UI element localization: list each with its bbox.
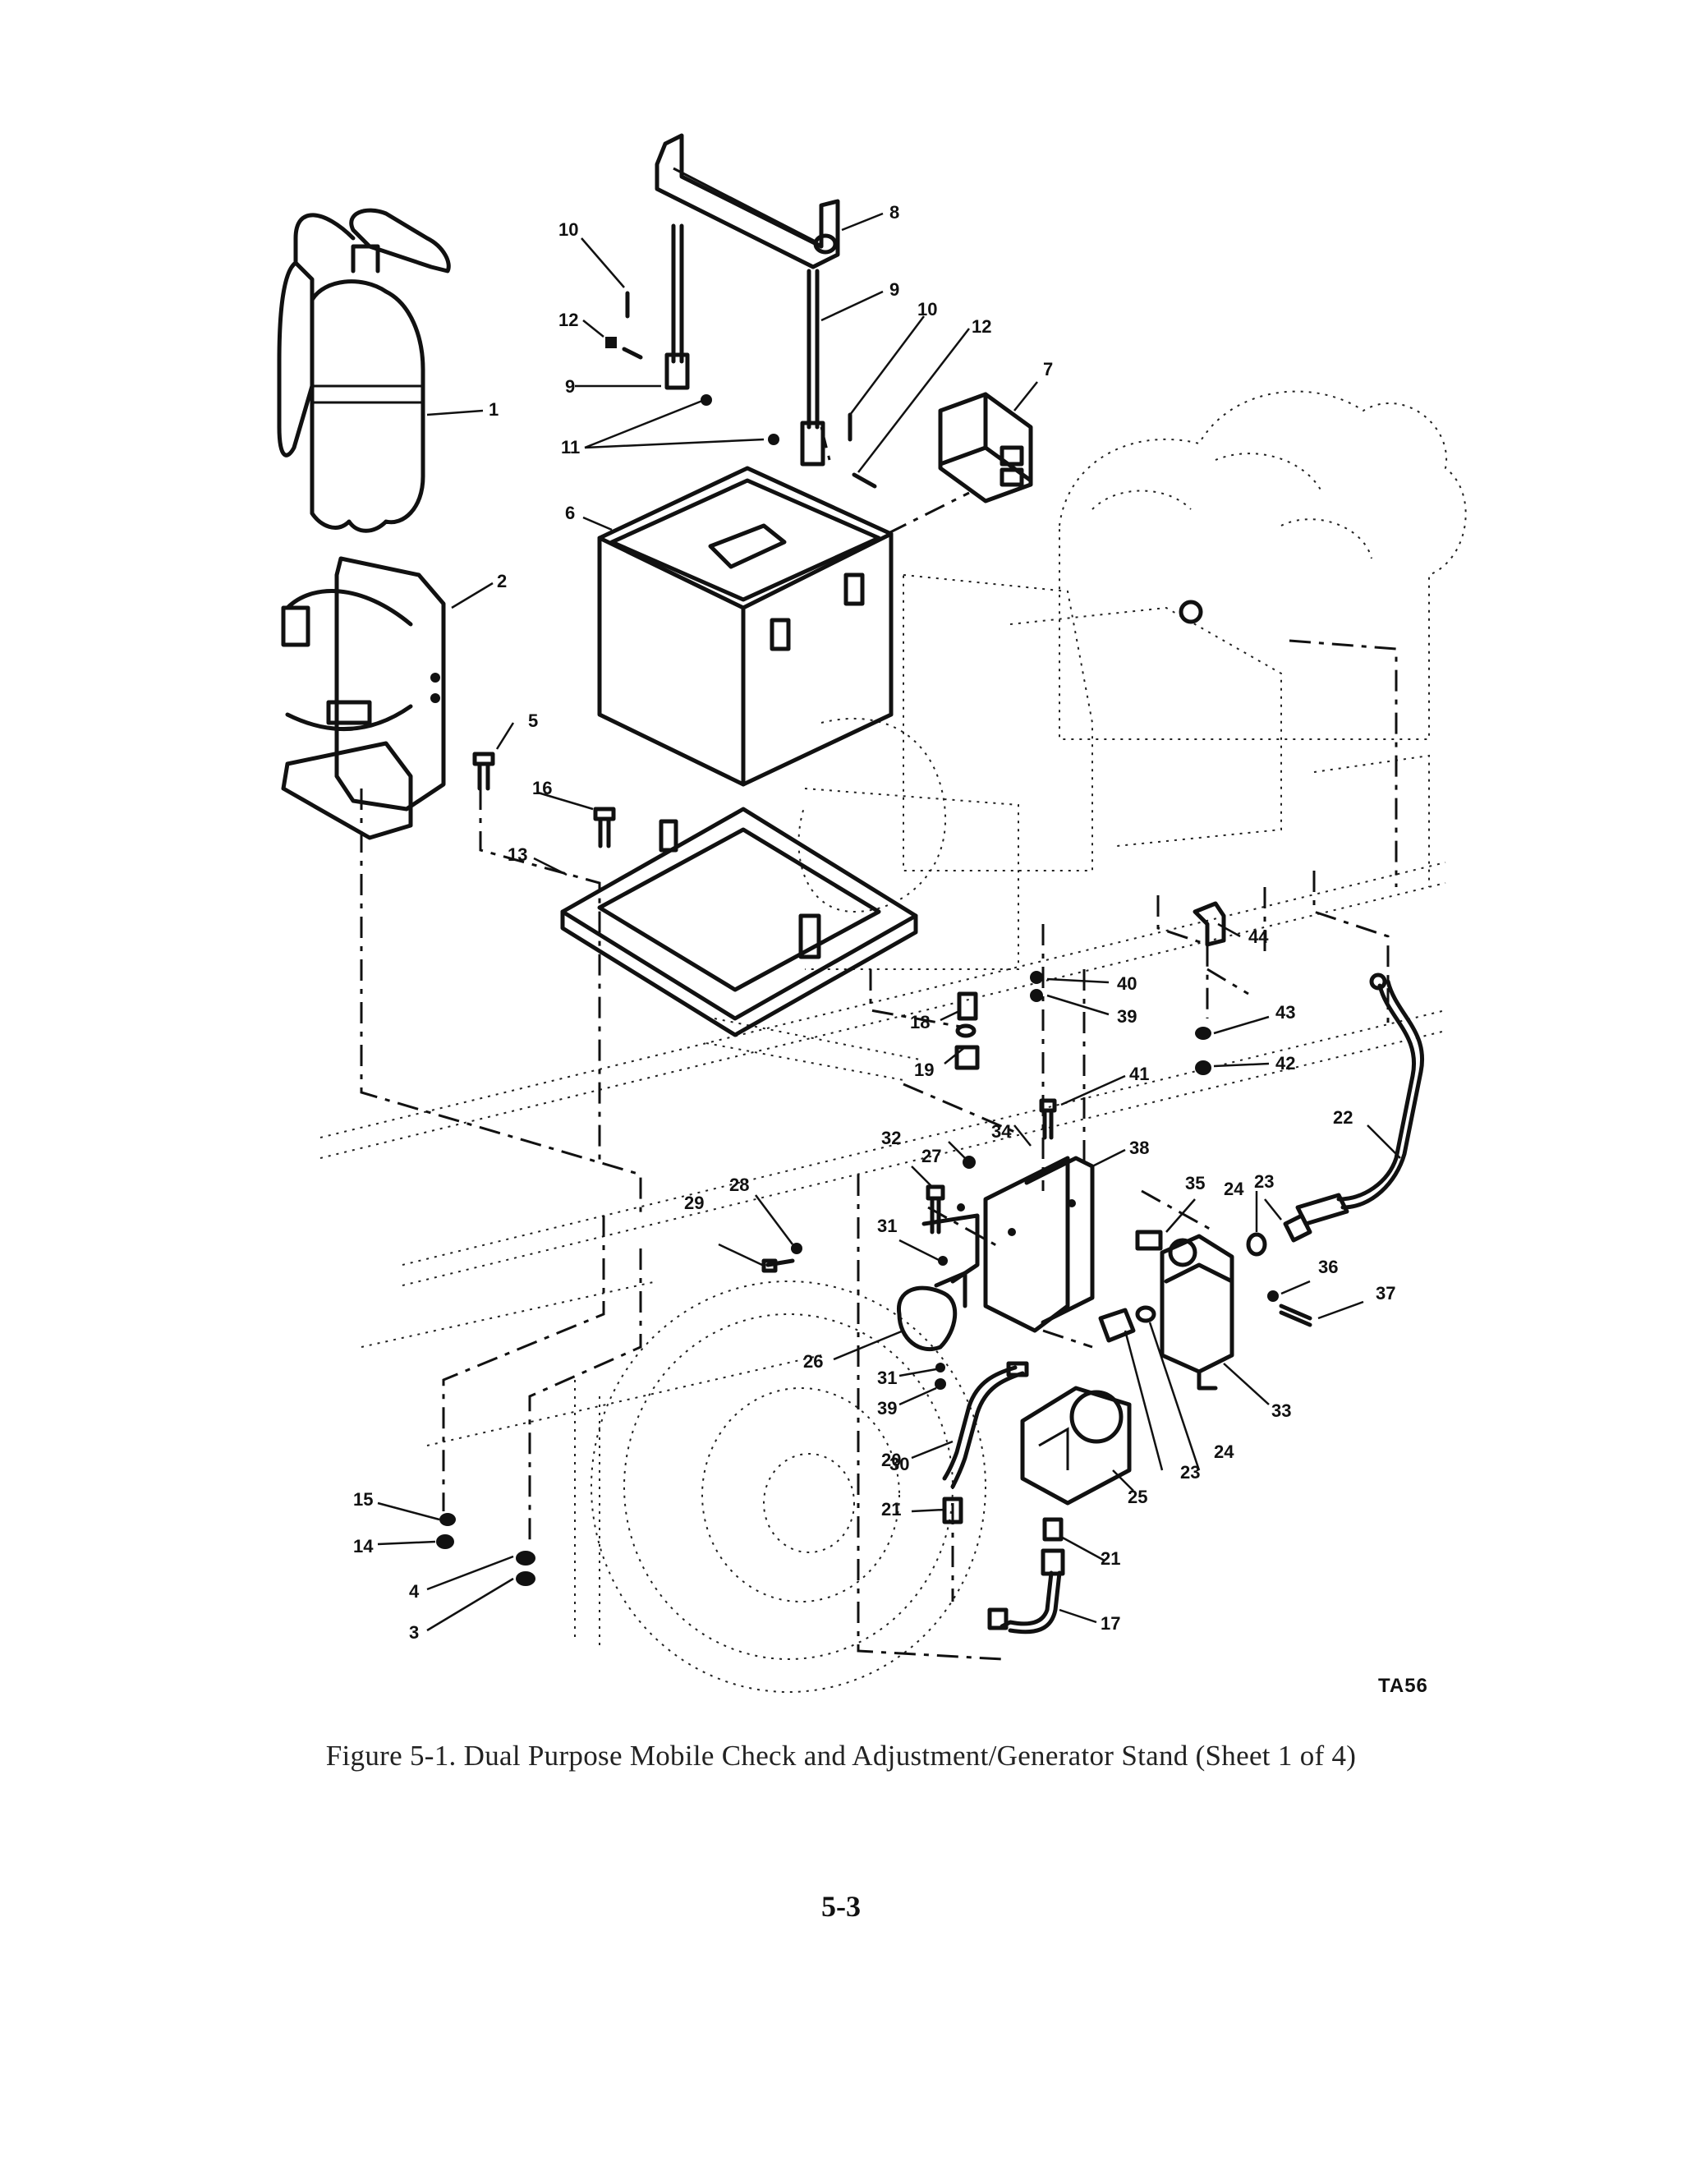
bolt-16 [593,807,616,848]
nuts-3-4-14-15 [436,1513,535,1586]
callout-35: 35 [1185,1173,1205,1193]
callout-21a: 21 [881,1499,901,1520]
ghosted-engine-assembly [797,390,1467,913]
extinguisher-bracket [281,556,446,840]
pump [1020,1386,1132,1506]
exploded-parts-diagram: 1 2 3 4 5 6 7 8 9 9 10 10 11 12 12 13 14… [277,133,1467,1697]
callout-31a: 31 [877,1216,897,1236]
callout-18: 18 [910,1012,930,1032]
callout-23b: 23 [1180,1462,1200,1483]
callout-8: 8 [889,202,899,223]
hardware-cluster [1030,600,1226,1140]
callout-41: 41 [1129,1064,1149,1084]
callout-40: 40 [1117,973,1137,994]
callout-17: 17 [1101,1613,1120,1634]
callout-1: 1 [489,399,499,420]
callout-4: 4 [409,1581,420,1602]
pins-10-12 [605,291,877,489]
stand-frame [319,788,1446,1446]
callout-38: 38 [1129,1138,1149,1158]
callout-19: 19 [914,1060,934,1080]
callout-3: 3 [409,1622,419,1643]
callout-22: 22 [1333,1107,1353,1128]
callout-27: 27 [921,1146,941,1166]
callout-9b: 9 [565,376,575,397]
battery-tray [560,807,918,1037]
callout-42: 42 [1275,1053,1295,1074]
callout-21b: 21 [1101,1548,1120,1569]
callout-28: 28 [729,1175,749,1195]
page-number: 5-3 [821,1890,861,1923]
assembly-lines [360,426,1398,1661]
battery-box [597,466,894,787]
fittings-18-19 [954,991,980,1070]
callout-43: 43 [1275,1002,1295,1023]
callout-labels: 1 2 3 4 5 6 7 8 9 9 10 10 11 12 12 13 14… [353,202,1428,1697]
callout-39b: 39 [877,1398,897,1418]
drawing-id: TA56 [1378,1675,1428,1697]
callout-2: 2 [497,571,507,591]
figure-caption: Figure 5-1. Dual Purpose Mobile Check an… [325,1740,1357,1772]
callout-36: 36 [1318,1257,1338,1277]
hose-assembly [1295,972,1425,1226]
callout-33: 33 [1271,1400,1291,1421]
receptacle-connector [938,392,1033,503]
callout-10b: 10 [917,299,937,320]
callout-16: 16 [532,778,552,798]
callout-6: 6 [565,503,575,523]
callout-11: 11 [561,437,580,457]
callout-12a: 12 [558,310,578,330]
callout-10a: 10 [558,219,578,240]
filter-assembly [1135,1213,1312,1391]
callout-39a: 39 [1117,1006,1137,1027]
callout-23a: 23 [1254,1171,1274,1192]
leader-lines [377,212,1401,1632]
callout-37: 37 [1376,1283,1395,1304]
callout-31b: 31 [877,1368,897,1388]
clamp-assembly [761,1184,980,1390]
tube-assemblies [942,1361,1065,1635]
callout-12b: 12 [972,316,991,337]
callout-26: 26 [803,1351,823,1372]
callout-7: 7 [1043,359,1053,379]
hold-down-bracket [655,133,840,269]
callout-24a: 24 [1224,1179,1244,1199]
wheel-outline [574,1281,986,1693]
callout-24b: 24 [1214,1441,1234,1462]
callout-14: 14 [353,1536,374,1556]
callout-5: 5 [528,710,538,731]
callout-13: 13 [508,844,527,865]
bolt-5 [472,752,495,791]
fire-extinguisher [277,208,451,533]
fittings-23-24 [1098,1305,1156,1343]
callout-30: 30 [889,1454,909,1474]
hold-down-rods [664,223,825,467]
callout-32: 32 [881,1128,901,1148]
callout-20: 20 [881,1450,901,1470]
callout-34: 34 [991,1121,1012,1142]
callout-25: 25 [1128,1487,1147,1507]
callout-44: 44 [1248,926,1269,947]
callout-29: 29 [684,1193,704,1213]
callout-9a: 9 [889,279,899,300]
callout-15: 15 [353,1489,373,1510]
